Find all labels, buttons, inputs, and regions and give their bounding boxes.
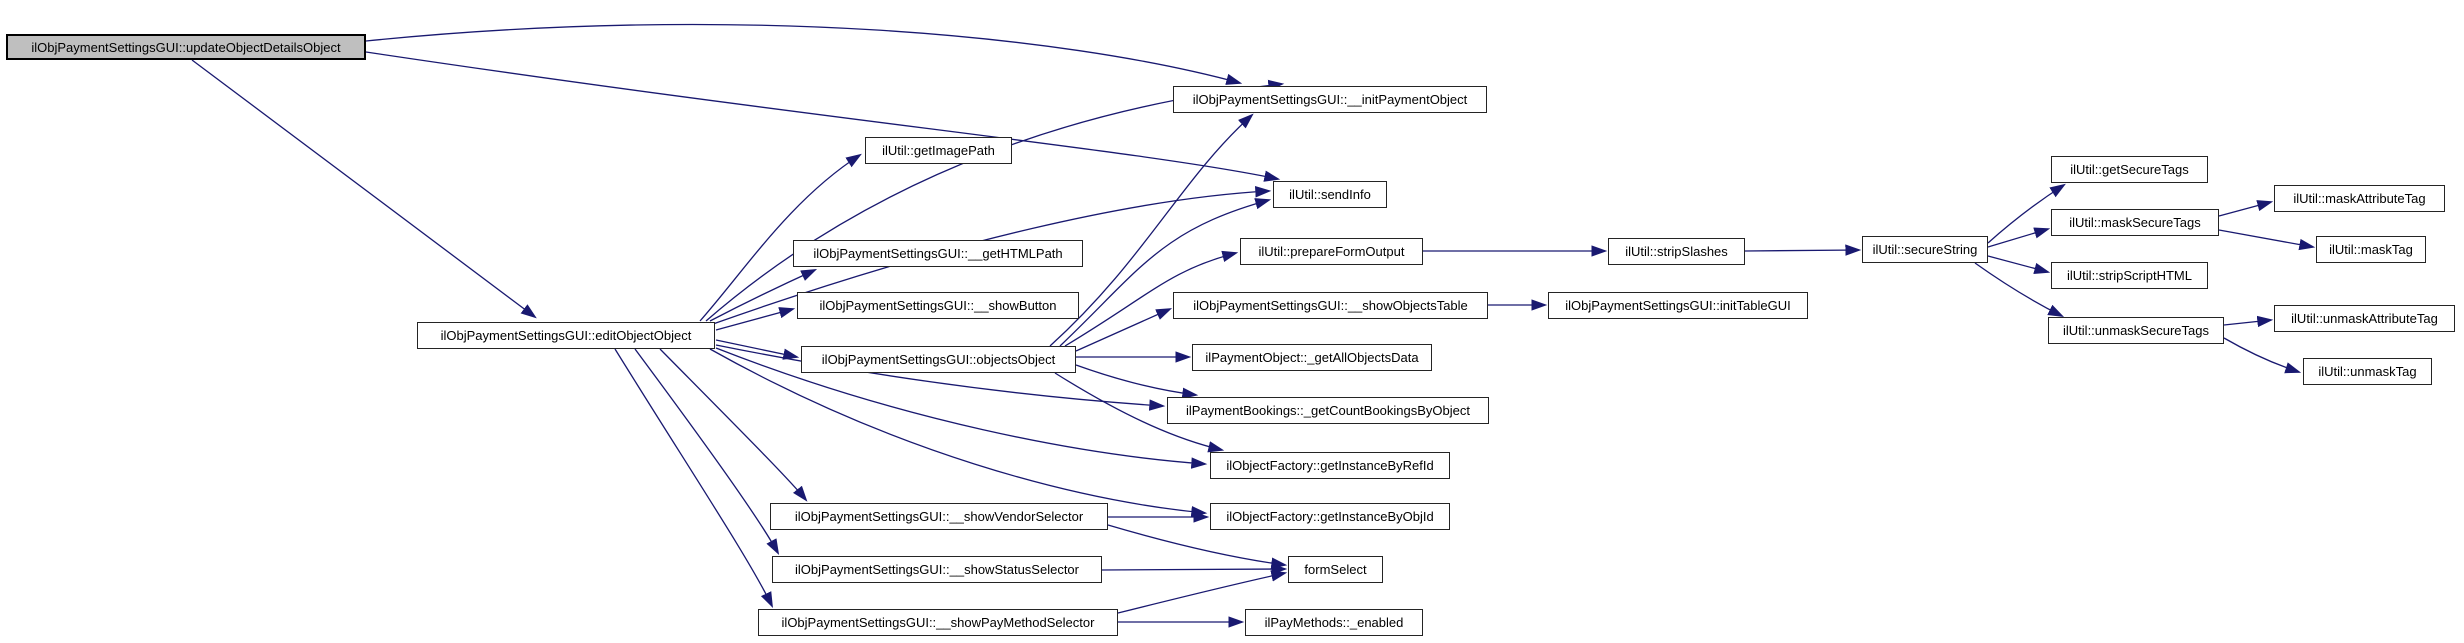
node-pay-methods-enabled[interactable]: ilPayMethods::_enabled [1245,609,1423,636]
edge-edit-object-object-to-send-info [712,186,1272,325]
node-get-html-path[interactable]: ilObjPaymentSettingsGUI::__getHTMLPath [793,240,1083,267]
node-form-select[interactable]: formSelect [1288,556,1383,583]
node-label: ilUtil::stripScriptHTML [2067,268,2192,283]
node-label: ilUtil::maskAttributeTag [2293,191,2426,206]
node-label: ilObjPaymentSettingsGUI::__showObjectsTa… [1193,298,1468,313]
node-label: ilObjPaymentSettingsGUI::editObjectObjec… [440,328,692,343]
node-get-instance-by-ref-id[interactable]: ilObjectFactory::getInstanceByRefId [1210,452,1450,479]
node-label: ilObjPaymentSettingsGUI::__showVendorSel… [794,509,1084,524]
node-get-instance-by-obj-id[interactable]: ilObjectFactory::getInstanceByObjId [1210,503,1450,530]
node-get-all-objects-data[interactable]: ilPaymentObject::_getAllObjectsData [1192,344,1432,371]
node-show-objects-table[interactable]: ilObjPaymentSettingsGUI::__showObjectsTa… [1173,292,1488,319]
node-init-table-gui[interactable]: ilObjPaymentSettingsGUI::initTableGUI [1548,292,1808,319]
edge-edit-object-object-to-show-status-selector [634,348,780,556]
node-unmask-secure-tags[interactable]: ilUtil::unmaskSecureTags [2048,317,2224,344]
edge-mask-secure-tags-to-mask-tag [2218,229,2316,251]
edge-edit-object-object-to-show-pay-method-selector [614,348,773,609]
node-label: ilObjPaymentSettingsGUI::updateObjectDet… [31,39,341,55]
edge-secure-string-to-get-secure-tags [1987,183,2066,244]
edge-unmask-secure-tags-to-unmask-tag [2223,337,2302,374]
edge-objects-object-to-get-instance-by-ref-id [1054,372,1225,453]
edge-secure-string-to-unmask-secure-tags [1974,262,2065,318]
node-label: ilPaymentBookings::_getCountBookingsByOb… [1186,403,1470,418]
edge-edit-object-object-to-get-image-path [699,153,862,322]
edge-objects-object-to-init-payment-object [1049,113,1254,347]
node-label: ilObjectFactory::getInstanceByObjId [1226,509,1434,524]
node-label: ilUtil::unmaskTag [2318,364,2417,379]
node-label: ilObjPaymentSettingsGUI::__showPayMethod… [781,615,1095,630]
edge-objects-object-to-prepare-form-output [1064,250,1239,347]
edge-update-object-details-object-to-edit-object-object [191,59,537,319]
node-label: ilObjPaymentSettingsGUI::__getHTMLPath [813,246,1063,261]
edge-edit-object-object-to-show-vendor-selector [659,348,808,502]
node-label: ilObjPaymentSettingsGUI::__initPaymentOb… [1192,92,1468,107]
node-label: ilObjPaymentSettingsGUI::initTableGUI [1565,298,1791,313]
edge-update-object-details-object-to-init-payment-object [365,23,1243,85]
edge-secure-string-to-mask-secure-tags [1987,227,2051,248]
node-label: ilObjPaymentSettingsGUI::__showStatusSel… [795,562,1079,577]
node-secure-string[interactable]: ilUtil::secureString [1862,236,1988,263]
node-mask-attribute-tag[interactable]: ilUtil::maskAttributeTag [2274,185,2445,212]
node-edit-object-object[interactable]: ilObjPaymentSettingsGUI::editObjectObjec… [417,322,715,349]
node-get-count-bookings-by-object[interactable]: ilPaymentBookings::_getCountBookingsByOb… [1167,397,1489,424]
node-mask-secure-tags[interactable]: ilUtil::maskSecureTags [2051,209,2219,236]
node-show-pay-method-selector[interactable]: ilObjPaymentSettingsGUI::__showPayMethod… [758,609,1118,636]
node-get-secure-tags[interactable]: ilUtil::getSecureTags [2051,156,2208,183]
edge-edit-object-object-to-show-button [715,307,796,331]
edge-edit-object-object-to-get-html-path [709,269,818,322]
node-send-info[interactable]: ilUtil::sendInfo [1273,181,1387,208]
edge-objects-object-to-send-info [1059,198,1272,347]
node-update-object-details-object: ilObjPaymentSettingsGUI::updateObjectDet… [6,34,366,60]
node-prepare-form-output[interactable]: ilUtil::prepareFormOutput [1240,238,1423,265]
edge-objects-object-to-get-count-bookings-by-object [1075,364,1199,399]
edge-edit-object-object-to-get-instance-by-obj-id [709,348,1208,518]
edge-show-status-selector-to-form-select [1101,563,1288,575]
node-label: ilObjPaymentSettingsGUI::objectsObject [821,352,1056,367]
node-unmask-attribute-tag[interactable]: ilUtil::unmaskAttributeTag [2274,305,2455,332]
node-label: ilUtil::secureString [1872,242,1978,257]
node-label: ilObjPaymentSettingsGUI::__showButton [819,298,1057,313]
node-label: formSelect [1304,562,1367,577]
edge-edit-object-object-to-get-instance-by-ref-id [715,347,1208,469]
node-label: ilUtil::stripSlashes [1625,244,1728,259]
node-label: ilUtil::getImagePath [882,143,995,158]
node-mask-tag[interactable]: ilUtil::maskTag [2316,236,2426,263]
node-strip-slashes[interactable]: ilUtil::stripSlashes [1608,238,1745,265]
node-label: ilUtil::maskSecureTags [2069,215,2201,230]
edge-unmask-secure-tags-to-unmask-attribute-tag [2223,315,2274,328]
node-label: ilPaymentObject::_getAllObjectsData [1205,350,1419,365]
node-label: ilUtil::getSecureTags [2070,162,2189,177]
node-objects-object[interactable]: ilObjPaymentSettingsGUI::objectsObject [801,346,1076,373]
edge-mask-secure-tags-to-mask-attribute-tag [2218,200,2274,217]
node-label: ilUtil::sendInfo [1289,187,1371,202]
node-show-vendor-selector[interactable]: ilObjPaymentSettingsGUI::__showVendorSel… [770,503,1108,530]
edge-edit-object-object-to-init-payment-object [705,79,1285,322]
edge-strip-slashes-to-secure-string [1744,244,1862,256]
node-label: ilUtil::prepareFormOutput [1258,244,1405,259]
node-show-status-selector[interactable]: ilObjPaymentSettingsGUI::__showStatusSel… [772,556,1102,583]
node-label: ilUtil::unmaskSecureTags [2063,323,2209,338]
edge-show-vendor-selector-to-form-select [1107,524,1288,569]
edge-edit-object-object-to-objects-object [715,339,800,360]
node-label: ilObjectFactory::getInstanceByRefId [1226,458,1434,473]
edge-secure-string-to-strip-script-html [1987,255,2051,274]
node-label: ilUtil::maskTag [2329,242,2413,257]
node-label: ilUtil::unmaskAttributeTag [2291,311,2438,326]
edge-objects-object-to-show-objects-table [1075,308,1173,352]
node-get-image-path[interactable]: ilUtil::getImagePath [865,137,1012,164]
node-show-button[interactable]: ilObjPaymentSettingsGUI::__showButton [797,292,1079,319]
edge-update-object-details-object-to-send-info [365,51,1281,182]
node-label: ilPayMethods::_enabled [1264,615,1404,630]
node-strip-script-html[interactable]: ilUtil::stripScriptHTML [2051,262,2208,289]
node-unmask-tag[interactable]: ilUtil::unmaskTag [2303,358,2432,385]
node-init-payment-object[interactable]: ilObjPaymentSettingsGUI::__initPaymentOb… [1173,86,1487,113]
edge-show-pay-method-selector-to-form-select [1117,570,1288,614]
